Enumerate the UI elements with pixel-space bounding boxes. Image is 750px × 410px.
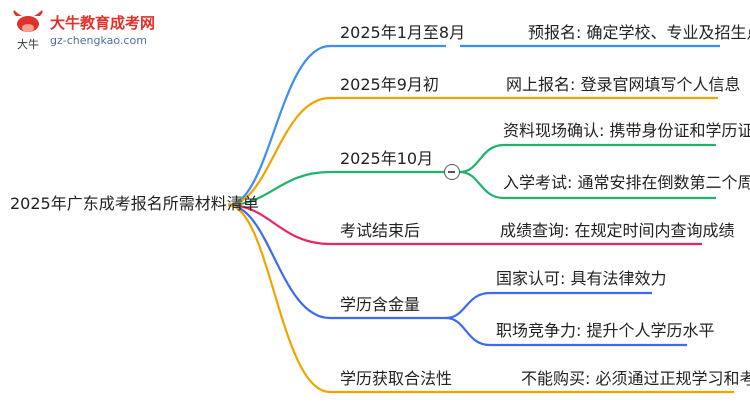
branch-connector bbox=[227, 203, 446, 320]
branch-connector bbox=[227, 170, 446, 207]
leaf-topic[interactable]: 预报名: 确定学校、专业及招生点 bbox=[528, 23, 750, 42]
branch-label[interactable]: 2025年10月 bbox=[340, 149, 434, 168]
branch-connector bbox=[227, 203, 446, 394]
site-logo[interactable]: 大牛 大牛教育成考网 gz-chengkao.com bbox=[10, 10, 190, 58]
leaf-connector bbox=[459, 170, 716, 200]
leaf-topic[interactable]: 国家认可: 具有法律效力 bbox=[496, 269, 667, 288]
leaf-topic[interactable]: 网上报名: 登录官网填写个人信息 bbox=[506, 75, 741, 94]
leaf-topic[interactable]: 入学考试: 通常安排在倒数第二个周末 bbox=[503, 173, 750, 192]
logo-title: 大牛教育成考网 bbox=[50, 14, 156, 32]
collapse-toggle-icon[interactable] bbox=[444, 164, 460, 180]
branch-connector bbox=[227, 96, 446, 207]
logo-mark: 大牛 bbox=[17, 37, 39, 51]
leaf-topic[interactable]: 不能购买: 必须通过正规学习和考试 bbox=[521, 369, 750, 388]
branch-connector bbox=[227, 203, 446, 246]
logo-url: gz-chengkao.com bbox=[50, 34, 147, 47]
bull-logo-icon: 大牛 bbox=[13, 10, 43, 51]
branch-label[interactable]: 学历含金量 bbox=[340, 295, 421, 314]
branch-label[interactable]: 考试结束后 bbox=[340, 221, 421, 240]
root-topic[interactable]: 2025年广东成考报名所需材料清单 bbox=[10, 194, 259, 213]
leaf-topic[interactable]: 成绩查询: 在规定时间内查询成绩 bbox=[500, 221, 735, 240]
leaf-topic[interactable]: 职场竞争力: 提升个人学历水平 bbox=[496, 321, 715, 340]
branch-label[interactable]: 学历获取合法性 bbox=[340, 369, 453, 388]
branch-label[interactable]: 2025年1月至8月 bbox=[340, 23, 466, 42]
leaf-topic[interactable]: 资料现场确认: 携带身份证和学历证书 bbox=[503, 121, 750, 140]
branch-label[interactable]: 2025年9月初 bbox=[340, 75, 439, 94]
leaf-connector bbox=[459, 143, 716, 174]
leaf-connector bbox=[445, 316, 687, 347]
leaf-connector bbox=[445, 291, 652, 320]
branch-connector bbox=[227, 44, 446, 207]
